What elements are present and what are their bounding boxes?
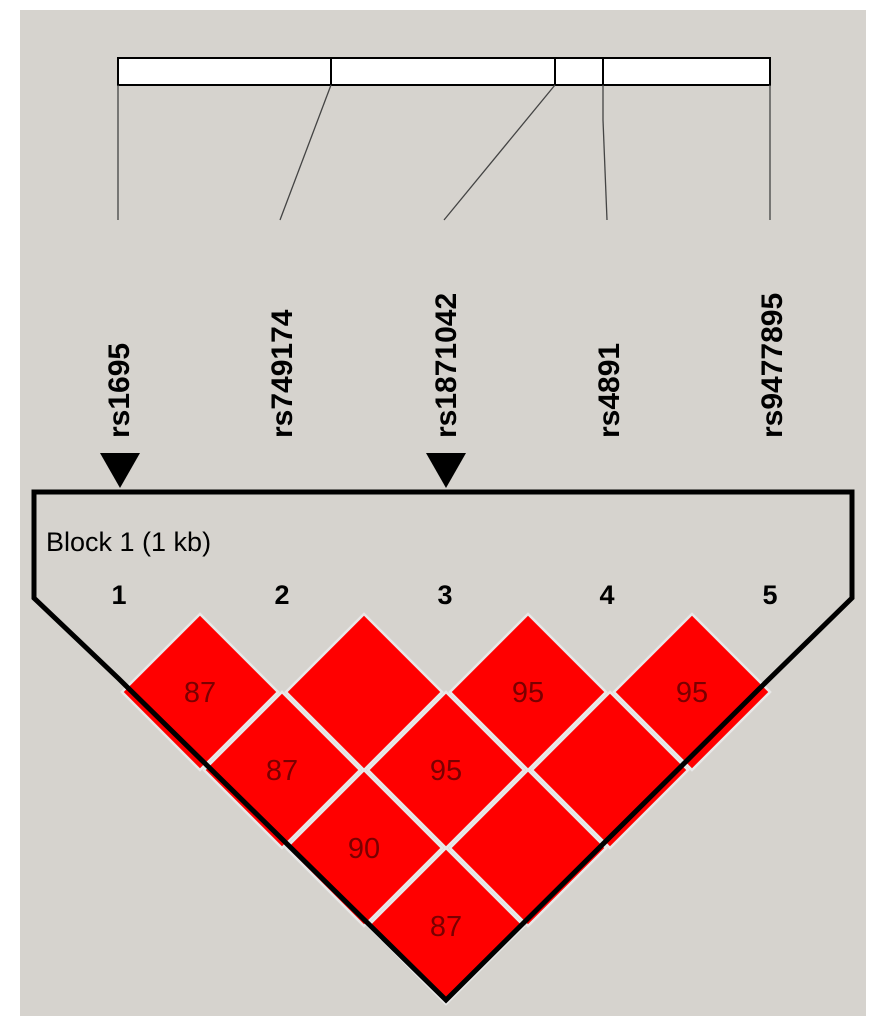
tag-snp-marker-icon [426,453,466,488]
snp-index-3: 3 [437,580,452,610]
snp-connectors [117,84,771,221]
snp-index-2: 2 [274,580,289,610]
snp-label-rs9477895: rs9477895 [756,293,789,438]
ld-cell-diamond [120,612,280,772]
ld-cell-value: 95 [430,755,462,787]
snp-connector-line [279,84,332,221]
ld-cell-1-4: 90 [284,768,444,928]
snp-labels: rs1695 rs749174 rs1871042 rs4891 rs94778… [103,293,789,438]
ld-cells: 87 95 95 87 95 90 87 [120,612,772,1006]
ld-cell-1-3: 87 [202,690,362,850]
block-outline [31,489,855,1004]
tag-snp-marker-icon [100,453,140,488]
ld-cell-value: 87 [266,755,298,787]
snp-indices: 1 2 3 4 5 [111,580,777,610]
block-label: Block 1 (1 kb) [46,527,211,557]
snp-connector-line [443,84,556,221]
ld-cell-value: 95 [676,677,708,709]
snp-label-rs4891: rs4891 [593,343,626,438]
ld-cell-value: 87 [184,677,216,709]
snp-index-1: 1 [111,580,126,610]
ld-block-plot: rs1695 rs749174 rs1871042 rs4891 rs94778… [31,57,855,1006]
ld-cell-diamond [202,690,362,850]
ld-cell-value: 95 [512,677,544,709]
ld-cell-diamond [612,612,772,772]
snp-label-rs749174: rs749174 [266,309,299,438]
ld-cell-diamond [284,768,444,928]
ld-cell-3-5 [530,690,690,850]
ld-cell-1-2: 87 [120,612,280,772]
snp-index-4: 4 [599,580,614,610]
snp-index-5: 5 [762,580,777,610]
ld-plot-panel: rs1695 rs749174 rs1871042 rs4891 rs94778… [20,10,866,1016]
ld-cell-diamond [448,768,608,928]
snp-connector-line [602,119,608,221]
chromosome-bar-rect [117,57,771,86]
ld-cell-value: 87 [430,911,462,943]
snp-label-rs1695: rs1695 [103,343,136,438]
ld-cell-value: 90 [348,833,380,865]
ld-cell-4-5: 95 [612,612,772,772]
chromosome-bar [117,57,771,86]
ld-cell-2-5 [448,768,608,928]
snp-label-rs1871042: rs1871042 [430,293,463,438]
ld-cell-diamond [530,690,690,850]
